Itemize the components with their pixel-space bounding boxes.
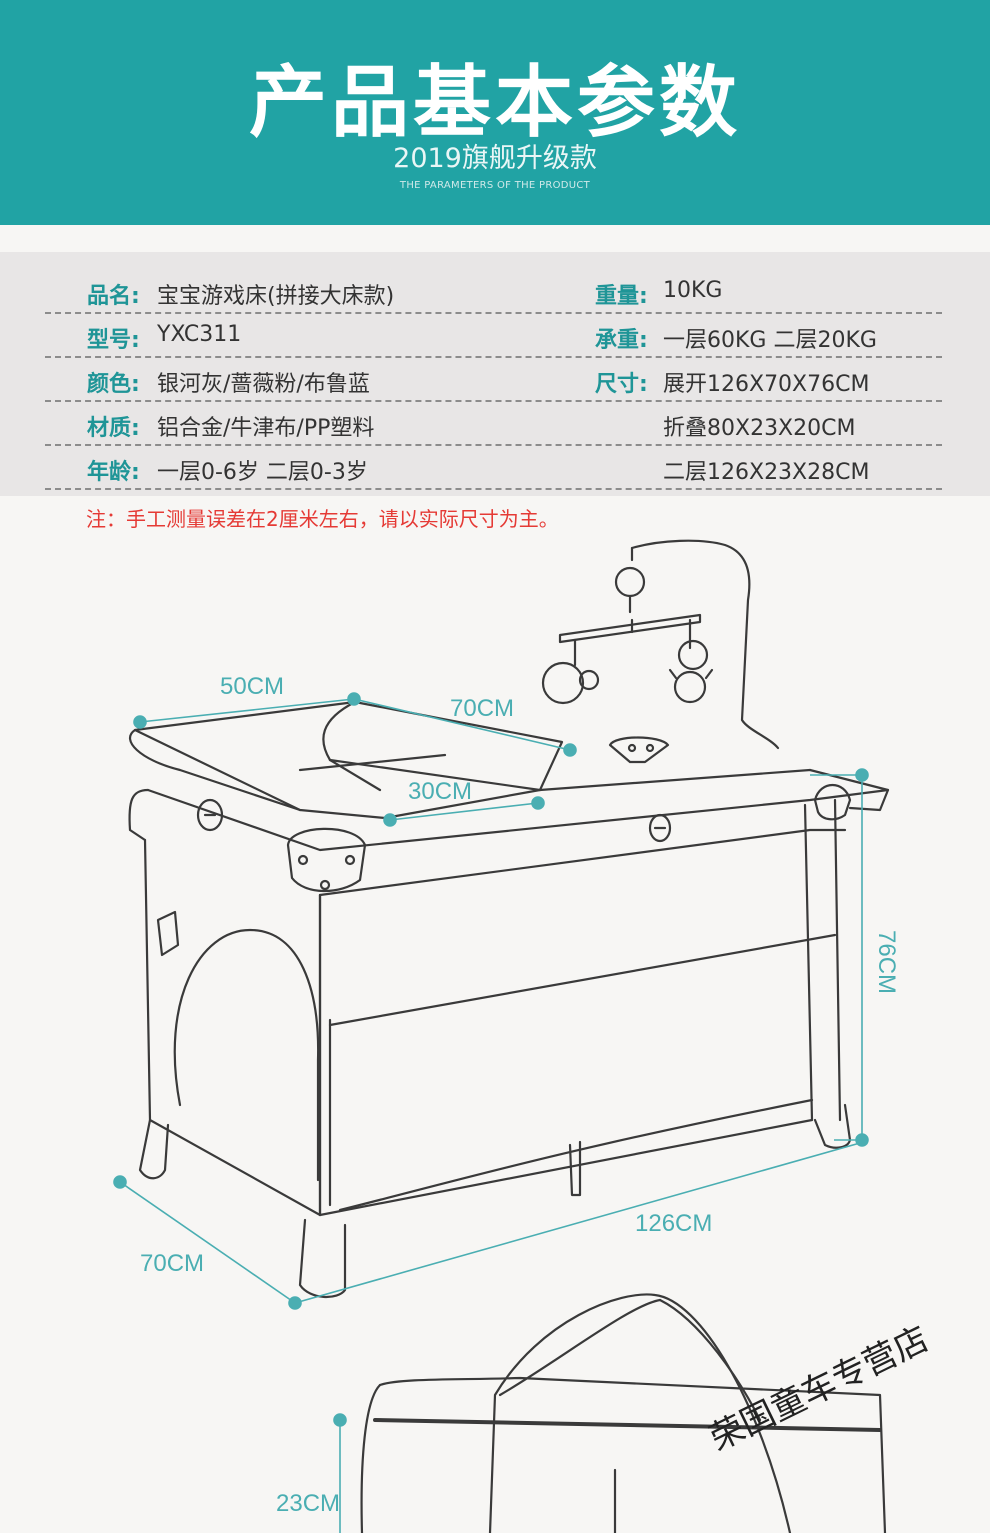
spec-label: 颜色: — [87, 372, 140, 397]
spec-value: 铝合金/牛津布/PP塑料 — [157, 416, 375, 441]
mobile-ball — [614, 566, 646, 598]
mobile-arm — [630, 539, 780, 750]
spec-row: 年龄: 一层0-6岁 二层0-3岁 二层126X23X28CM — [45, 444, 942, 490]
spec-row: 型号: YXC311 承重: 一层60KG 二层20KG — [45, 312, 942, 358]
dimension-label: 70CM — [450, 695, 515, 722]
foot — [298, 1218, 347, 1298]
mobile-toy-right — [677, 639, 709, 671]
spec-label: 品名: — [87, 284, 140, 309]
spec-value: 银河灰/蔷薇粉/布鲁蓝 — [157, 372, 370, 397]
spec-value: 二层126X23X28CM — [663, 460, 870, 485]
dimension-label: 76CM — [873, 930, 900, 995]
spec-value: 一层60KG 二层20KG — [663, 328, 877, 353]
spec-value: 展开126X70X76CM — [663, 372, 870, 397]
side-panel — [143, 838, 322, 1217]
dimension-label: 70CM — [140, 1250, 205, 1277]
header-banner: 产品基本参数 2019旗舰升级款 THE PARAMETERS OF THE P… — [0, 0, 990, 225]
page-subtitle: 2019旗舰升级款 — [393, 143, 597, 174]
spec-label: 型号: — [87, 328, 140, 353]
spec-label: 尺寸: — [595, 372, 648, 397]
top-rail — [146, 788, 890, 852]
spec-value: YXC311 — [157, 322, 242, 347]
measurement-note: 注：手工测量误差在2厘米左右，请以实际尺寸为主。 — [86, 507, 559, 531]
dimension-label: 30CM — [408, 778, 473, 805]
spec-row: 品名: 宝宝游戏床(拼接大床款) 重量: 10KG — [45, 268, 942, 314]
spec-value: 宝宝游戏床(拼接大床款) — [157, 284, 395, 309]
spec-value: 折叠80X23X20CM — [663, 416, 856, 441]
spec-row: 材质: 铝合金/牛津布/PP塑料 折叠80X23X20CM — [45, 400, 942, 446]
dimension-label: 50CM — [220, 673, 285, 700]
page-tagline: THE PARAMETERS OF THE PRODUCT — [399, 180, 591, 191]
storage-bag — [378, 1376, 887, 1533]
mobile-toy-left — [541, 661, 585, 705]
front-panel — [318, 828, 847, 897]
spec-label: 年龄: — [87, 460, 140, 485]
page-title: 产品基本参数 — [248, 58, 741, 148]
dimension-label: 126CM — [635, 1210, 713, 1237]
spec-row: 颜色: 银河灰/蔷薇粉/布鲁蓝 尺寸: 展开126X70X76CM — [45, 356, 942, 402]
spec-label: 重量: — [595, 284, 648, 309]
spec-label: 承重: — [595, 328, 648, 353]
spec-value: 一层0-6岁 二层0-3岁 — [157, 460, 368, 485]
spec-value: 10KG — [663, 278, 723, 303]
spec-label: 材质: — [87, 416, 140, 441]
spec-table: 品名: 宝宝游戏床(拼接大床款) 重量: 10KG 型号: YXC311 承重:… — [0, 252, 990, 496]
dimension-label: 23CM — [276, 1490, 341, 1517]
